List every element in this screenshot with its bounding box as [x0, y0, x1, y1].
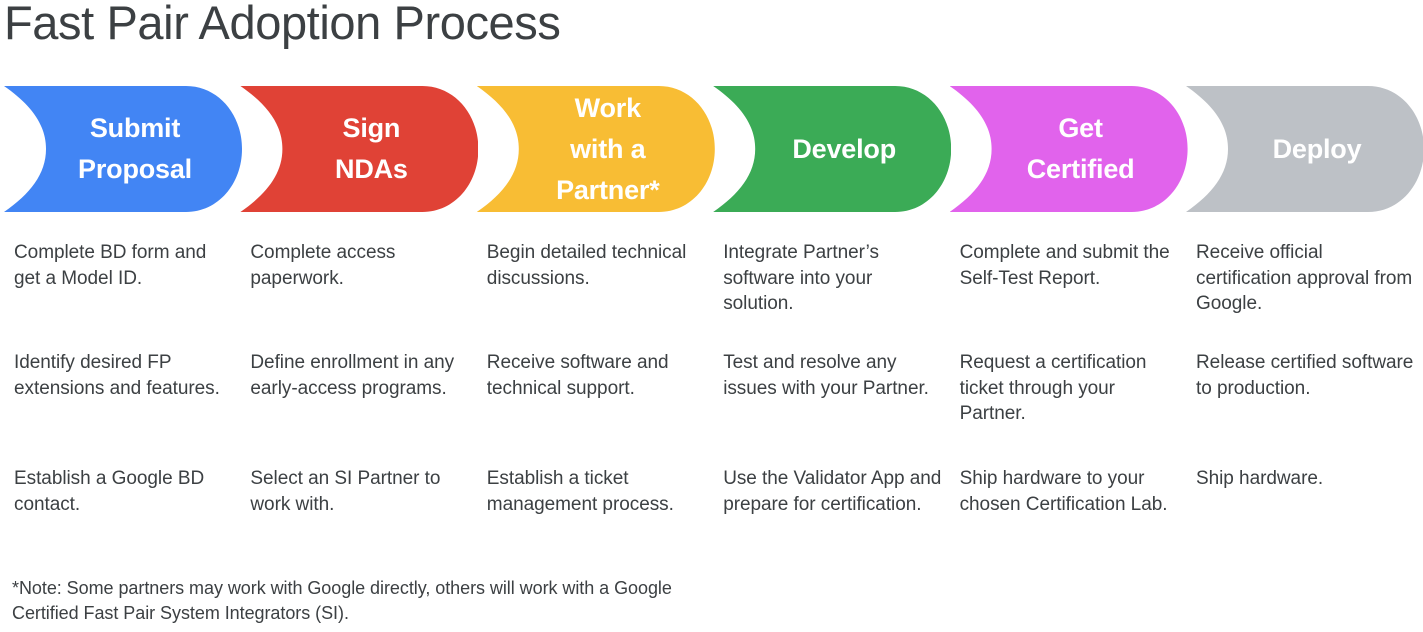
process-stage-2[interactable]: Sign NDAs — [240, 86, 478, 212]
stage-detail-item: Complete access paperwork. — [250, 242, 396, 289]
stage-detail-item: Receive official certification approval … — [1196, 242, 1413, 314]
process-stage-label: Work with a Partner* — [556, 92, 660, 205]
process-stage-6[interactable]: Deploy — [1186, 86, 1423, 212]
process-stage-label: Sign NDAs — [335, 113, 408, 184]
stage-detail-item: Establish a Google BD contact. — [14, 468, 205, 515]
stage-detail-item: Use the Validator App and prepare for ce… — [723, 468, 942, 515]
stage-detail-item: Release certified software to production… — [1196, 352, 1414, 399]
stage-detail-item: Test and resolve any issues with your Pa… — [723, 352, 929, 399]
stage-detail-item: Define enrollment in any early-access pr… — [250, 352, 455, 399]
process-stage-label: Deploy — [1272, 133, 1362, 164]
process-stage-label: Develop — [792, 133, 896, 164]
process-stage-label: Submit Proposal — [78, 113, 192, 184]
stage-detail-item: Ship hardware. — [1196, 468, 1324, 489]
stage-details-grid: Complete BD form and get a Model ID. Iden… — [0, 240, 1423, 550]
process-stage-1[interactable]: Submit Proposal — [4, 86, 242, 212]
page-title: Fast Pair Adoption Process — [4, 0, 561, 49]
stage-detail-item: Select an SI Partner to work with. — [250, 468, 441, 515]
process-stage-4[interactable]: Develop — [713, 86, 951, 212]
stage-detail-item: Request a certification ticket through y… — [959, 352, 1147, 424]
stage-detail-item: Begin detailed technical discussions. — [486, 242, 687, 289]
stage-detail-item: Integrate Partner’s software into your s… — [723, 242, 879, 314]
process-stage-band: Submit Proposal Sign NDAs Work with a Part… — [0, 86, 1423, 212]
stage-detail-item: Complete and submit the Self-Test Report… — [959, 242, 1170, 289]
process-stage-3[interactable]: Work with a Partner* — [477, 86, 715, 212]
stage-detail-item: Complete BD form and get a Model ID. — [14, 242, 207, 289]
stage-detail-item: Establish a ticket management process. — [486, 468, 674, 515]
process-stage-label: Get Certified — [1026, 113, 1135, 184]
footnote-note: *Note: Some partners may work with Googl… — [12, 578, 672, 623]
process-stage-5[interactable]: Get Certified — [950, 86, 1188, 212]
stage-detail-item: Ship hardware to your chosen Certificati… — [959, 468, 1168, 515]
stage-detail-item: Identify desired FP extensions and featu… — [14, 352, 220, 399]
stage-detail-item: Receive software and technical support. — [486, 352, 669, 399]
